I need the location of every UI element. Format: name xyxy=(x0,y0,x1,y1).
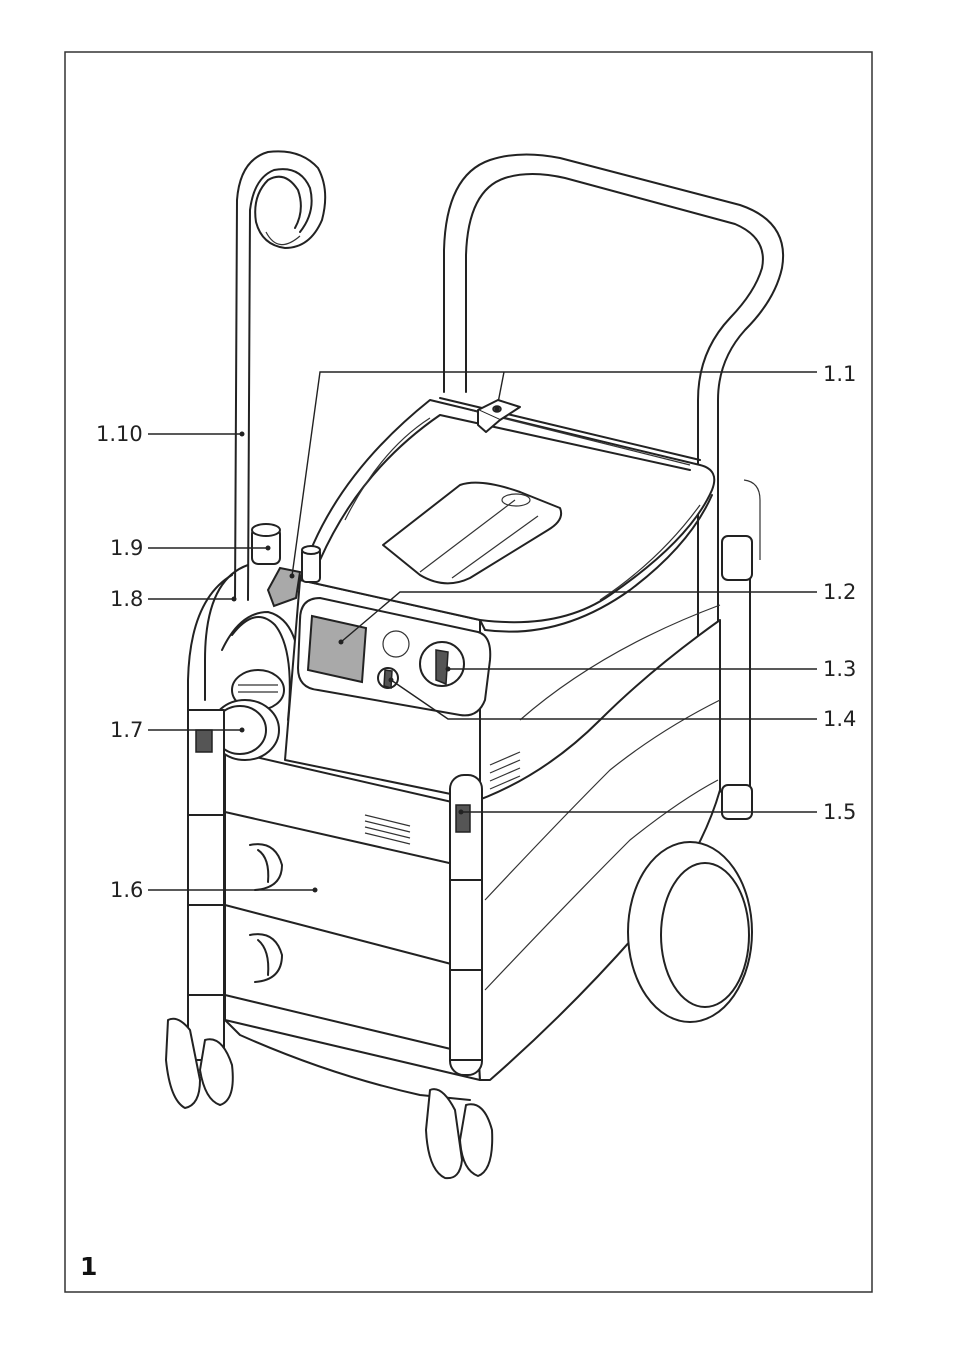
extractor-illustration xyxy=(166,151,783,1178)
callout-1-8: 1.8 xyxy=(110,587,143,611)
callout-1-2: 1.2 xyxy=(823,580,856,604)
callout-1-9: 1.9 xyxy=(110,536,143,560)
right-leg xyxy=(450,775,482,1075)
left-leg xyxy=(188,710,224,1060)
callout-1-5: 1.5 xyxy=(823,800,856,824)
callout-1-10: 1.10 xyxy=(96,422,143,446)
display-window xyxy=(308,616,366,682)
rear-wheel xyxy=(628,842,752,1022)
callout-1-4: 1.4 xyxy=(823,707,856,731)
castor-right xyxy=(426,1089,492,1178)
callout-1-7: 1.7 xyxy=(110,718,143,742)
figure-number: 1 xyxy=(80,1252,97,1281)
callout-1-6: 1.6 xyxy=(110,878,143,902)
callout-1-1: 1.1 xyxy=(823,362,856,386)
callout-1-3: 1.3 xyxy=(823,657,856,681)
